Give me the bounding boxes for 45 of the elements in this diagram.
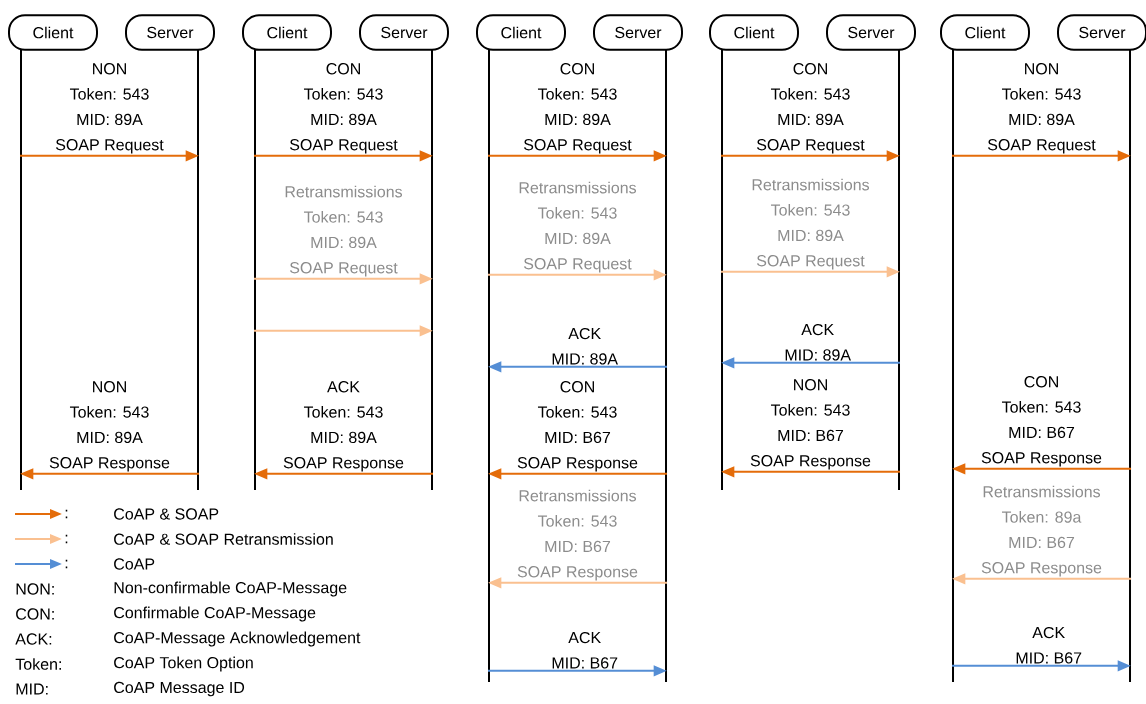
actor-box: Server [826, 14, 916, 51]
actor-box: Client [242, 14, 332, 51]
edge-label: NON Token: 543 MID: 89A SOAP Request [56, 63, 164, 154]
edge-label: Retransmissions Token: 89a MID: B67 SOAP Response [981, 485, 1102, 577]
legend-text: CoAP & SOAP Retransmission [114, 533, 333, 545]
separator-colon: : [65, 509, 68, 519]
edge-label: Retransmissions Token: 543 MID: 89A SOAP Request [752, 178, 870, 270]
separator-colon: : [65, 534, 68, 544]
edge-label: CON Token: 543 MID: B67 SOAP Response [517, 381, 638, 472]
actor-box: Server [125, 14, 215, 51]
abbreviation-meaning: Non-confirmable CoAP-Message [114, 581, 347, 597]
edge-label: ACK Token: 543 MID: 89A SOAP Response [283, 381, 404, 472]
edge-label: ACK MID: B67 [1016, 626, 1082, 664]
edge-label: Retransmissions Token: 543 MID: B67 SOAP Response [517, 489, 638, 581]
abbreviation: NON: [16, 583, 54, 595]
actor-box: Client [8, 14, 98, 51]
edge-label: NON Token: 543 MID: B67 SOAP Response [750, 379, 871, 470]
abbreviation: Token: [15, 658, 61, 670]
actor-box: Server [1057, 14, 1146, 51]
abbreviation: MID: [16, 683, 48, 695]
edge-label: CON Token: 543 MID: 89A SOAP Request [757, 63, 865, 154]
legend-text: CoAP [114, 558, 155, 570]
abbreviation-meaning: CoAP Message ID [114, 681, 245, 697]
actor-box: Server [593, 14, 683, 51]
edge-label: CON Token: 543 MID: 89A SOAP Request [524, 63, 632, 154]
separator-colon: : [65, 559, 68, 569]
abbreviation-meaning: CoAP-Message Acknowledgement [114, 631, 361, 647]
edge-label: ACK MID: B67 [552, 631, 618, 669]
edge-label: CON Token: 543 MID: 89A SOAP Request [290, 63, 398, 154]
actor-box: Client [476, 14, 566, 51]
edge-label: NON Token: 543 MID: 89A SOAP Response [49, 381, 170, 472]
abbreviation-meaning: Confirmable CoAP-Message [114, 606, 316, 622]
edge-label: NON Token: 543 MID: 89A SOAP Request [988, 63, 1096, 154]
abbreviation: CON: [16, 608, 54, 620]
edge-label: Retransmissions Token: 543 MID: 89A SOAP Request [519, 181, 637, 273]
edge-label: ACK MID: 89A [552, 327, 618, 365]
actor-box: Client [940, 14, 1030, 51]
edge-label: CON Token: 543 MID: B67 SOAP Response [981, 376, 1102, 467]
actor-box: Server [359, 14, 449, 51]
legend-text: CoAP & SOAP [114, 508, 219, 520]
edge-label: ACK MID: 89A [785, 323, 851, 361]
actor-box: Client [709, 14, 799, 51]
edge-label: Retransmissions Token: 543 MID: 89A SOAP Request [285, 185, 403, 277]
abbreviation: ACK: [15, 633, 52, 645]
abbreviation-meaning: CoAP Token Option [114, 656, 253, 672]
